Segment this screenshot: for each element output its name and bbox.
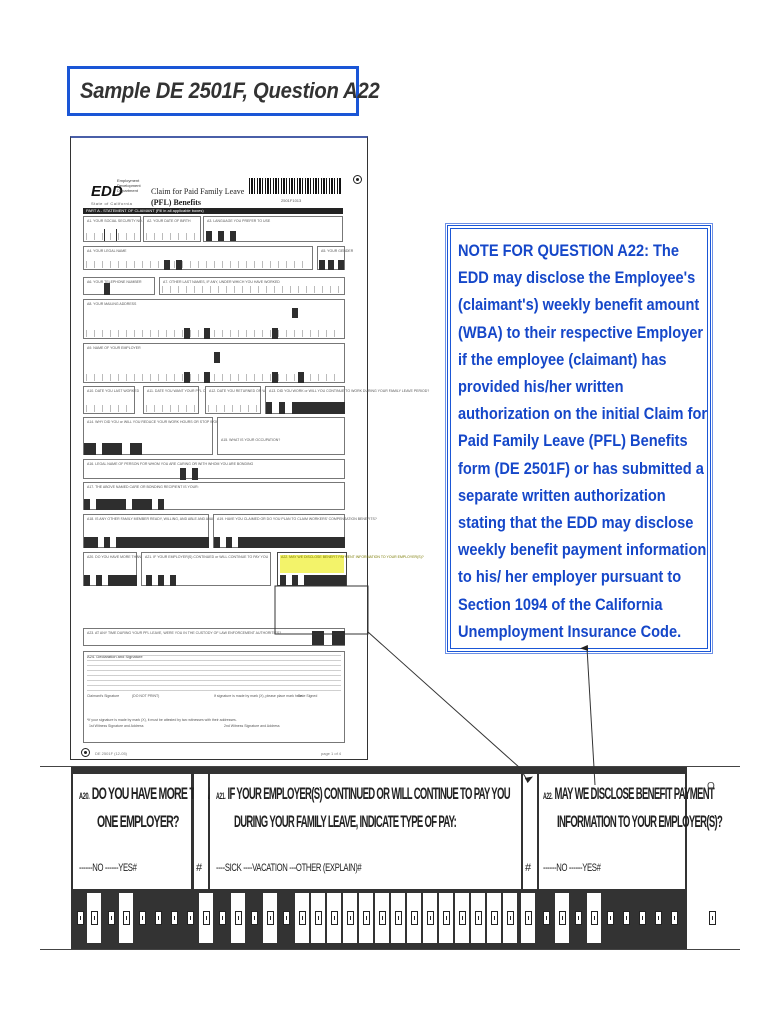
declaration-section: A24. Declaration and Signature Claimant'… [83,651,345,743]
explain-cell[interactable] [524,911,532,925]
field-a16: A16. LEGAL NAME OF PERSON FOR WHOM YOU A… [83,459,345,480]
checkbox-glyph-icon [654,911,662,925]
margin-glyph: O [707,781,715,792]
checkbox-sick-a21[interactable] [234,911,242,925]
field-a1: A1. YOUR SOCIAL SECURITY NO. [83,216,143,242]
field-a17: A17. THE ABOVE NAMED CARE OR BONDING REC… [83,482,345,510]
note-text: NOTE FOR QUESTION A22: The EDD may discl… [458,241,708,641]
margin-slot [705,893,719,943]
checkbox-glyph-icon [622,911,630,925]
checkbox-other-a21[interactable] [298,911,306,925]
a22-options: ------NO ------YES# [543,862,601,874]
question-a21: A21. IF YOUR EMPLOYER(S) CONTINUED OR WI… [210,774,521,889]
field-a23: A23. AT ANY TIME DURING YOUR PFL LEAVE, … [83,628,345,646]
explain-cell[interactable] [378,911,386,925]
field-a15: A15. WHAT IS YOUR OCCUPATION? [217,417,345,455]
registration-mark-icon [81,748,90,757]
form-title: Claim for Paid Family Leave (PFL) Benefi… [151,187,245,207]
page-number: page 1 of 4 [321,751,342,756]
question-a22: A22. MAY WE DISCLOSE BENEFIT PAYMENT INF… [539,774,723,889]
checkbox-glyph-icon [638,911,646,925]
state-label: State of California [91,201,133,206]
barcode [249,178,341,194]
field-a2: A2. YOUR DATE OF BIRTH [143,216,201,242]
field-a9: A9. NAME OF YOUR EMPLOYER [83,343,345,383]
field-a19: A19. HAVE YOU CLAIMED OR DO YOU PLAN TO … [213,514,377,548]
explain-cell[interactable] [346,911,354,925]
field-a6: A6. YOUR TELEPHONE NUMBER [83,277,155,295]
explain-cell[interactable] [314,911,322,925]
checkbox-vacation-a21[interactable] [266,911,274,925]
field-a13: A13. DID YOU WORK or WILL YOU CONTINUE T… [265,386,429,414]
field-a12: A12. DATE YOU RETURNED OR WILL RETURN TO… [205,386,304,414]
checkbox-glyph-icon [218,911,226,925]
checkbox-glyph-icon [76,911,84,925]
enlarged-question-strip: A20. DO YOU HAVE MORE THAN ONE EMPLOYER?… [40,766,740,950]
field-a7: A7. OTHER LAST NAMES, IF ANY, UNDER WHIC… [159,277,345,295]
field-a11: A11. DATE YOU WANT YOUR PFL CLAIM TO BEG… [143,386,231,414]
separator-cell: # [194,774,208,889]
field-a18: A18. IS ANY OTHER FAMILY MEMBER READY, W… [83,514,259,548]
explain-cell[interactable] [442,911,450,925]
explain-cell[interactable] [490,911,498,925]
checkbox-glyph-icon [282,911,290,925]
separator-cell: # [523,774,537,889]
field-a14: A14. WHY DID YOU or WILL YOU REDUCE YOUR… [83,417,229,455]
field-a5: A5. YOUR GENDER [317,246,353,270]
field-a22-highlighted: A22. MAY WE DISCLOSE BENEFIT PAYMENT INF… [277,552,424,586]
strip-dark-band: A20. DO YOU HAVE MORE THAN ONE EMPLOYER?… [71,767,723,949]
checkbox-glyph-icon [606,911,614,925]
checkbox-slot-row [71,891,687,945]
field-a4: A4. YOUR LEGAL NAME [83,246,313,270]
checkbox-yes-a22[interactable] [590,911,598,925]
registration-mark-icon [353,175,362,184]
field-a3: A3. LANGUAGE YOU PREFER TO USE [203,216,343,242]
checkbox-glyph-icon [250,911,258,925]
checkbox-yes-a20[interactable] [122,911,130,925]
checkbox-no-a20[interactable] [90,911,98,925]
checkbox-glyph-icon [574,911,582,925]
note-for-question-a22: NOTE FOR QUESTION A22: The EDD may discl… [445,223,713,654]
form-page-thumbnail: EDD Employment Development Department St… [70,136,429,760]
barcode-number: 2501F1013 [281,198,302,203]
a21-options: ----SICK ----VACATION ---OTHER (EXPLAIN)… [216,862,362,874]
checkbox-glyph-icon [708,911,716,925]
explain-cell[interactable] [362,911,370,925]
part-a-header: PART A - STATEMENT OF CLAIMANT (Fill in … [83,208,343,214]
explain-cell[interactable] [458,911,466,925]
form-number: DE 2501F (12-05) [95,751,128,756]
field-a10: A10. DATE YOU LAST WORKED [83,386,139,414]
field-a20: A20. DO YOU HAVE MORE THAN ONE EMPLOYER? [83,552,172,586]
page-title: Sample DE 2501F, Question A22 [80,78,380,103]
checkbox-glyph-icon [170,911,178,925]
checkbox-glyph-icon [154,911,162,925]
field-a8: A8. YOUR MAILING ADDRESS [83,299,345,339]
question-a20: A20. DO YOU HAVE MORE THAN ONE EMPLOYER?… [73,774,216,889]
checkbox-glyph-icon [107,911,115,925]
a20-options: ------NO ------YES# [79,862,137,874]
checkbox-glyph-icon [202,911,210,925]
explain-cell[interactable] [410,911,418,925]
checkbox-glyph-icon [138,911,146,925]
explain-cell[interactable] [474,911,482,925]
checkbox-glyph-icon [670,911,678,925]
agency-lines: Employment Development Department [117,178,141,193]
edd-logo: EDD [91,183,123,200]
explain-cell[interactable] [506,911,514,925]
explain-cell[interactable] [330,911,338,925]
field-a21: A21. IF YOUR EMPLOYER(S) CONTINUED or WI… [141,552,271,586]
title-box: Sample DE 2501F, Question A22 [67,66,380,116]
checkbox-glyph-icon [186,911,194,925]
checkbox-glyph-icon [542,911,550,925]
explain-cell[interactable] [426,911,434,925]
checkbox-no-a22[interactable] [558,911,566,925]
explain-cell[interactable] [394,911,402,925]
